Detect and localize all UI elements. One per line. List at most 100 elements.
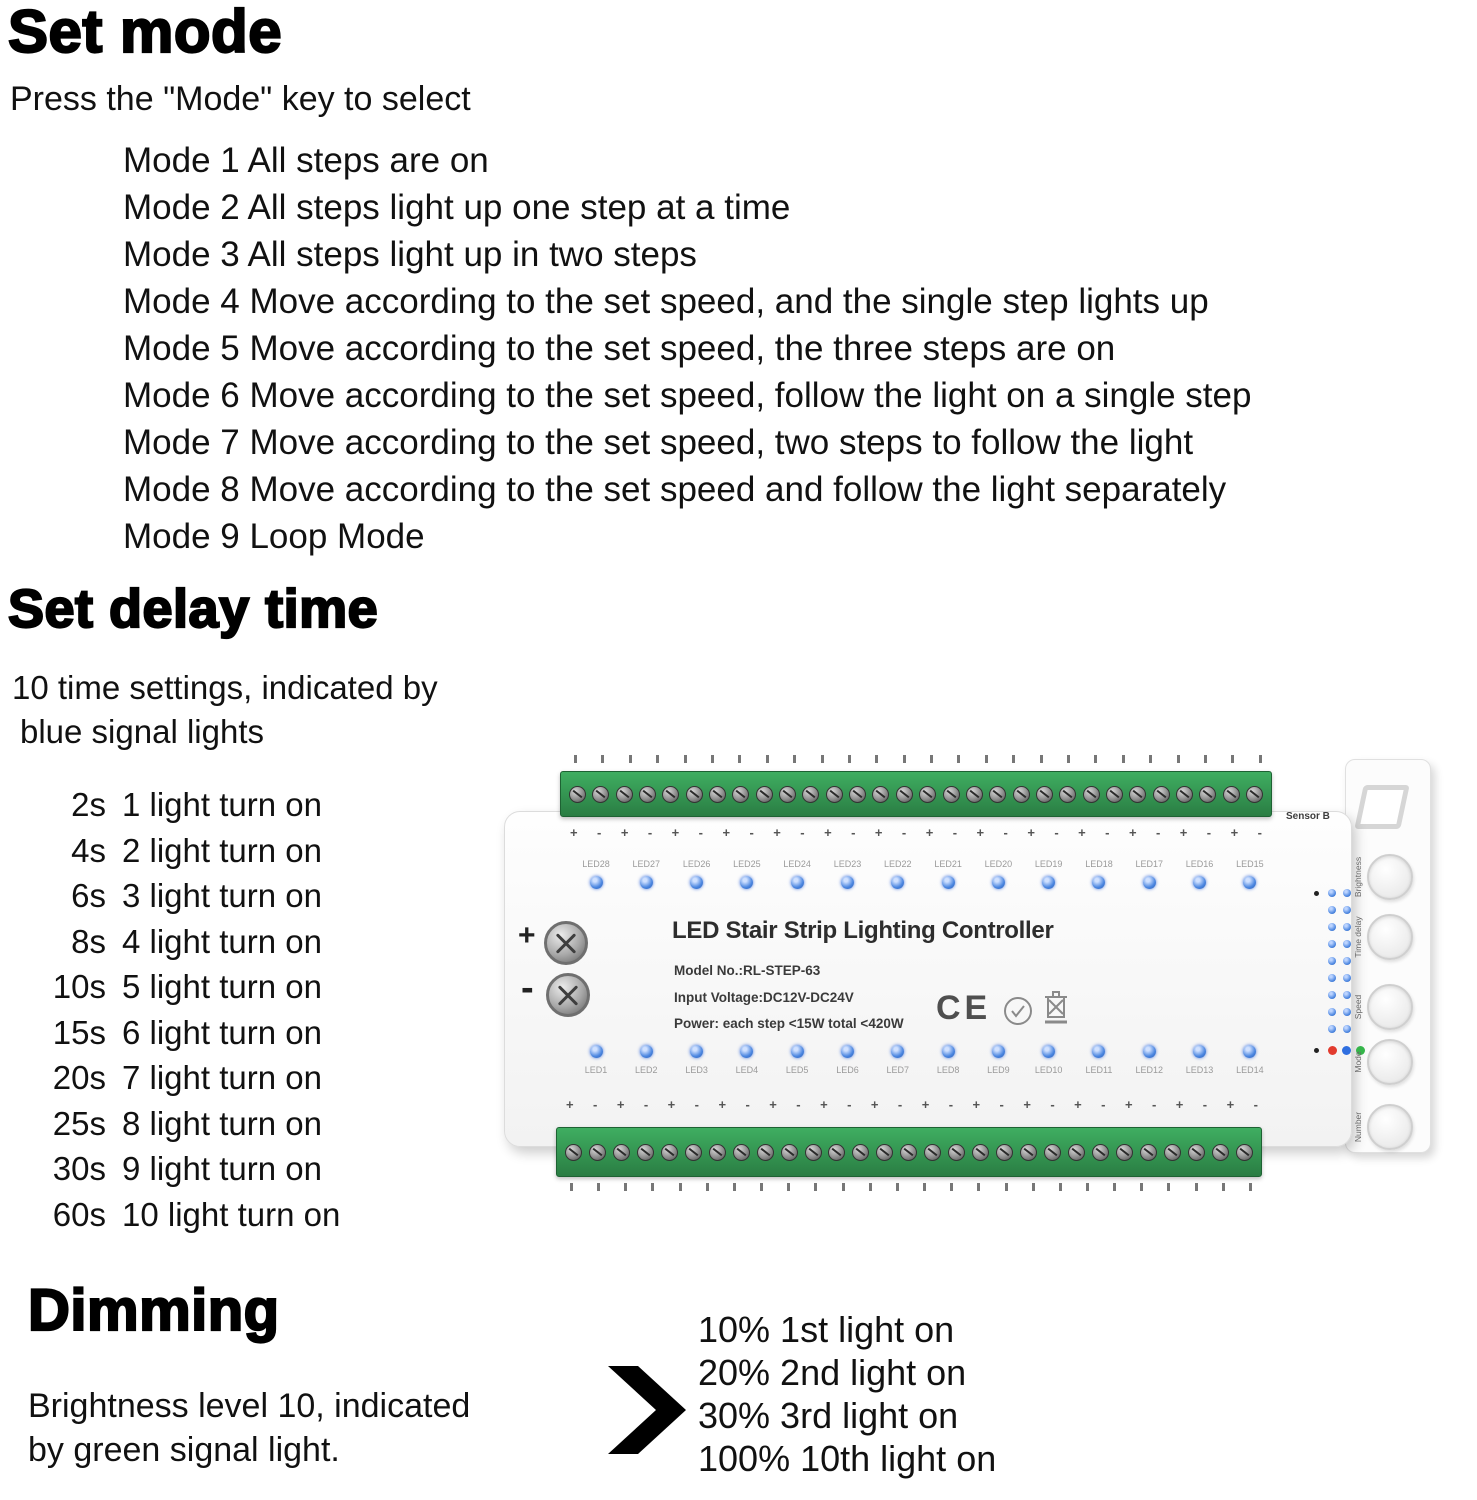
indicator-marker-bottom <box>1314 1048 1319 1053</box>
polarity-mark: + <box>972 1097 981 1112</box>
ce-mark: CE <box>936 989 992 1027</box>
wire-tick <box>1113 1183 1117 1191</box>
polarity-mark: + <box>1124 1097 1133 1112</box>
wire-tick <box>984 755 988 763</box>
dimming-subtitle-line1: Brightness level 10, indicated <box>28 1387 471 1425</box>
side-led-dot <box>1328 991 1336 999</box>
led-indicator: LED9 <box>974 1045 1022 1075</box>
terminal-screw <box>592 785 610 803</box>
power-plus-label: + <box>518 919 536 952</box>
wire-tick <box>732 1183 736 1191</box>
led-label: LED8 <box>936 1065 960 1075</box>
led-dot <box>740 1045 754 1058</box>
led-label: LED23 <box>833 859 862 869</box>
led-label: LED14 <box>1236 1065 1264 1075</box>
terminal-screw <box>1129 785 1147 803</box>
polarity-mark: + <box>671 825 680 840</box>
terminal-screw <box>1235 1143 1253 1161</box>
side-led-dot <box>1343 1025 1351 1033</box>
delay-description: 3 light turn on <box>122 877 322 914</box>
wire-ticks-top <box>574 755 1262 763</box>
polarity-mark: - <box>1105 825 1110 840</box>
led-indicator: LED7 <box>874 1045 922 1075</box>
side-led-row <box>1328 889 1351 897</box>
terminal-screw <box>924 1143 942 1161</box>
side-led-dot <box>1328 906 1336 914</box>
device-model: Model No.:RL-STEP-63 <box>674 963 821 978</box>
led-indicator: LED15 <box>1226 859 1274 889</box>
terminal-screw <box>685 785 703 803</box>
wire-tick <box>1221 1183 1225 1191</box>
led-indicator: LED27 <box>622 859 670 889</box>
set-mode-title: Set mode <box>7 0 283 65</box>
led-dot <box>840 876 854 889</box>
terminal-screw <box>662 785 680 803</box>
polarity-mark: - <box>1253 1097 1258 1112</box>
polarity-mark: - <box>1003 825 1008 840</box>
side-led-dot <box>1343 923 1351 931</box>
status-led-blue <box>1342 1046 1351 1055</box>
led-indicator: LED14 <box>1226 1045 1274 1075</box>
polarity-mark: - <box>999 1097 1004 1112</box>
power-screw-minus <box>546 973 590 1017</box>
delay-time-value: 2s <box>71 786 106 823</box>
terminal-screw <box>919 785 937 803</box>
terminal-screw <box>1245 785 1263 803</box>
led-label: LED9 <box>987 1065 1010 1075</box>
terminal-screw <box>1068 1143 1086 1161</box>
side-led-row <box>1328 923 1351 931</box>
led-indicator: LED23 <box>823 859 871 889</box>
device-title: LED Stair Strip Lighting Controller <box>672 917 1054 944</box>
led-dot <box>1092 876 1106 889</box>
polarity-mark: - <box>1202 1097 1208 1112</box>
terminal-screw <box>828 1143 846 1161</box>
side-led-dot <box>1343 991 1351 999</box>
mounting-hole <box>1354 785 1410 829</box>
polarity-mark: + <box>976 825 985 840</box>
delay-row: 2s 1 light turn on <box>18 782 340 828</box>
delay-time-value: 10s <box>52 968 106 1005</box>
polarity-mark: - <box>1155 825 1161 840</box>
led-indicator: LED8 <box>924 1045 972 1075</box>
polarity-mark: - <box>796 1097 801 1112</box>
terminal-screw <box>989 785 1007 803</box>
set-delay-subtitle: 10 time settings, indicated by blue sign… <box>12 666 438 754</box>
wire-tick <box>765 755 769 763</box>
delay-time-value: 60s <box>52 1195 106 1233</box>
led-indicator: LED18 <box>1075 859 1123 889</box>
terminal-screw <box>825 785 843 803</box>
led-label: LED5 <box>785 1065 809 1075</box>
led-dot <box>1243 876 1257 889</box>
led-indicator: LED20 <box>974 859 1022 889</box>
side-led-dot <box>1328 1025 1336 1033</box>
led-label: LED7 <box>886 1065 910 1075</box>
polarity-mark: + <box>1230 825 1239 840</box>
wire-tick <box>1031 1183 1035 1191</box>
led-label: LED25 <box>733 859 761 869</box>
led-indicator: LED24 <box>773 859 821 889</box>
polarity-mark: - <box>800 825 805 840</box>
wire-tick <box>1012 755 1016 763</box>
polarity-mark: + <box>722 825 731 840</box>
mode-list-item: Mode 7 Move according to the set speed, … <box>123 423 1194 462</box>
led-label: LED1 <box>584 1065 608 1075</box>
led-dot <box>790 876 804 889</box>
led-dot <box>690 1045 704 1058</box>
delay-description: 1 light turn on <box>122 786 322 823</box>
terminal-screw <box>802 785 820 803</box>
led-dot <box>840 1045 854 1058</box>
wire-tick <box>950 1183 954 1191</box>
polarity-mark: - <box>643 1097 649 1112</box>
terminal-screw <box>1187 1143 1205 1161</box>
terminal-screw <box>1035 785 1053 803</box>
set-mode-subtitle: Press the "Mode" key to select <box>10 80 471 118</box>
led-dot <box>1042 876 1056 889</box>
polarity-mark: + <box>1074 1097 1082 1112</box>
